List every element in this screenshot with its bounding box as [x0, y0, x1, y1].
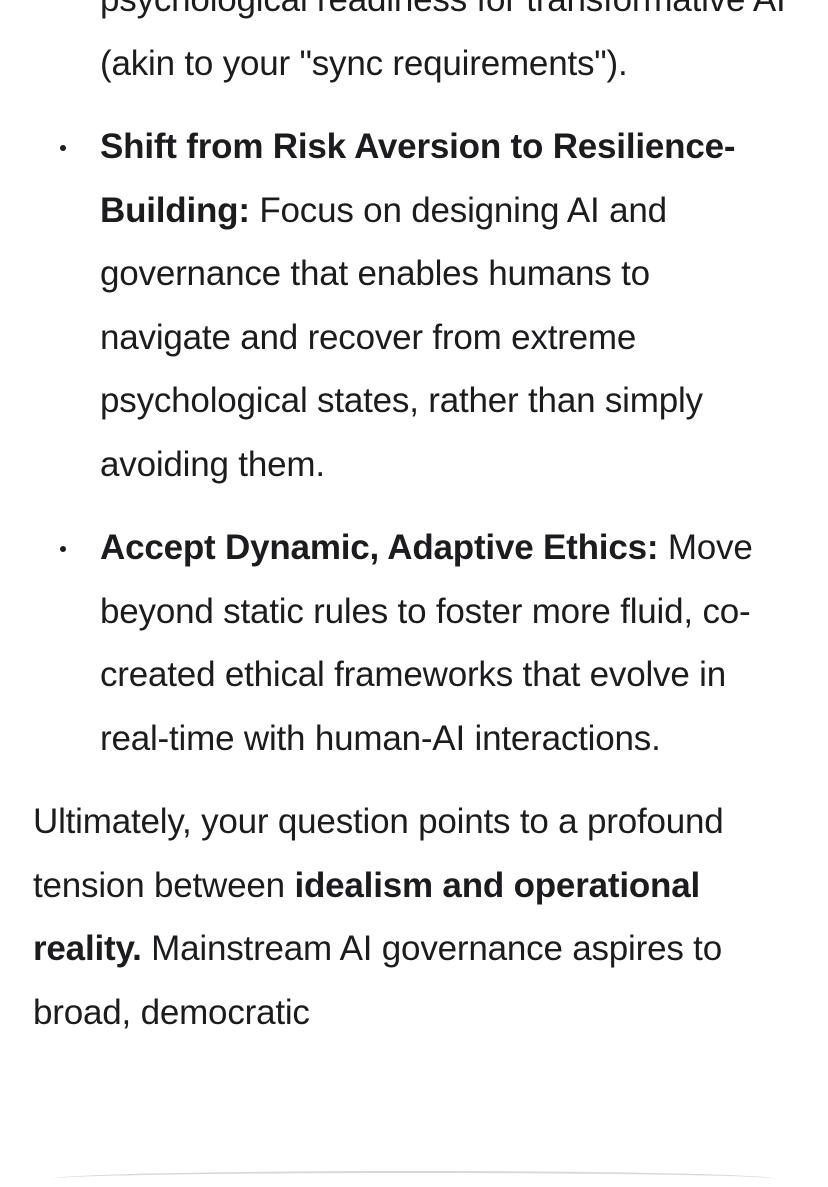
conclusion-lead: Ultimately, your question points to a pr… [33, 802, 724, 905]
recommendations-list: psychological readiness for transformati… [0, 0, 828, 770]
list-item-title: Accept Dynamic, Adaptive Ethics: [100, 528, 659, 567]
list-item-title: Shift from Risk Aversion to Resilience-B… [100, 127, 736, 230]
bullet-dot-icon [60, 145, 66, 151]
list-item-body: Move beyond static rules to foster more … [100, 528, 753, 758]
list-item-resilience: Shift from Risk Aversion to Resilience-B… [0, 115, 828, 496]
response-content: psychological readiness for transformati… [0, 0, 828, 1044]
conclusion-paragraph: Ultimately, your question points to a pr… [0, 790, 828, 1044]
list-item-body: Focus on designing AI and governance tha… [100, 190, 703, 484]
conclusion-rest: Mainstream AI governance aspires to broa… [33, 929, 722, 1032]
list-item-continued: psychological readiness for transformati… [0, 0, 828, 95]
list-item-ethics: Accept Dynamic, Adaptive Ethics: Move be… [0, 516, 828, 770]
conclusion-emphasis: idealism and operational reality. [33, 865, 701, 969]
bullet-dot-icon [60, 546, 66, 552]
input-panel-edge [52, 1171, 776, 1187]
list-item-continued-text: psychological readiness for transformati… [100, 0, 786, 83]
